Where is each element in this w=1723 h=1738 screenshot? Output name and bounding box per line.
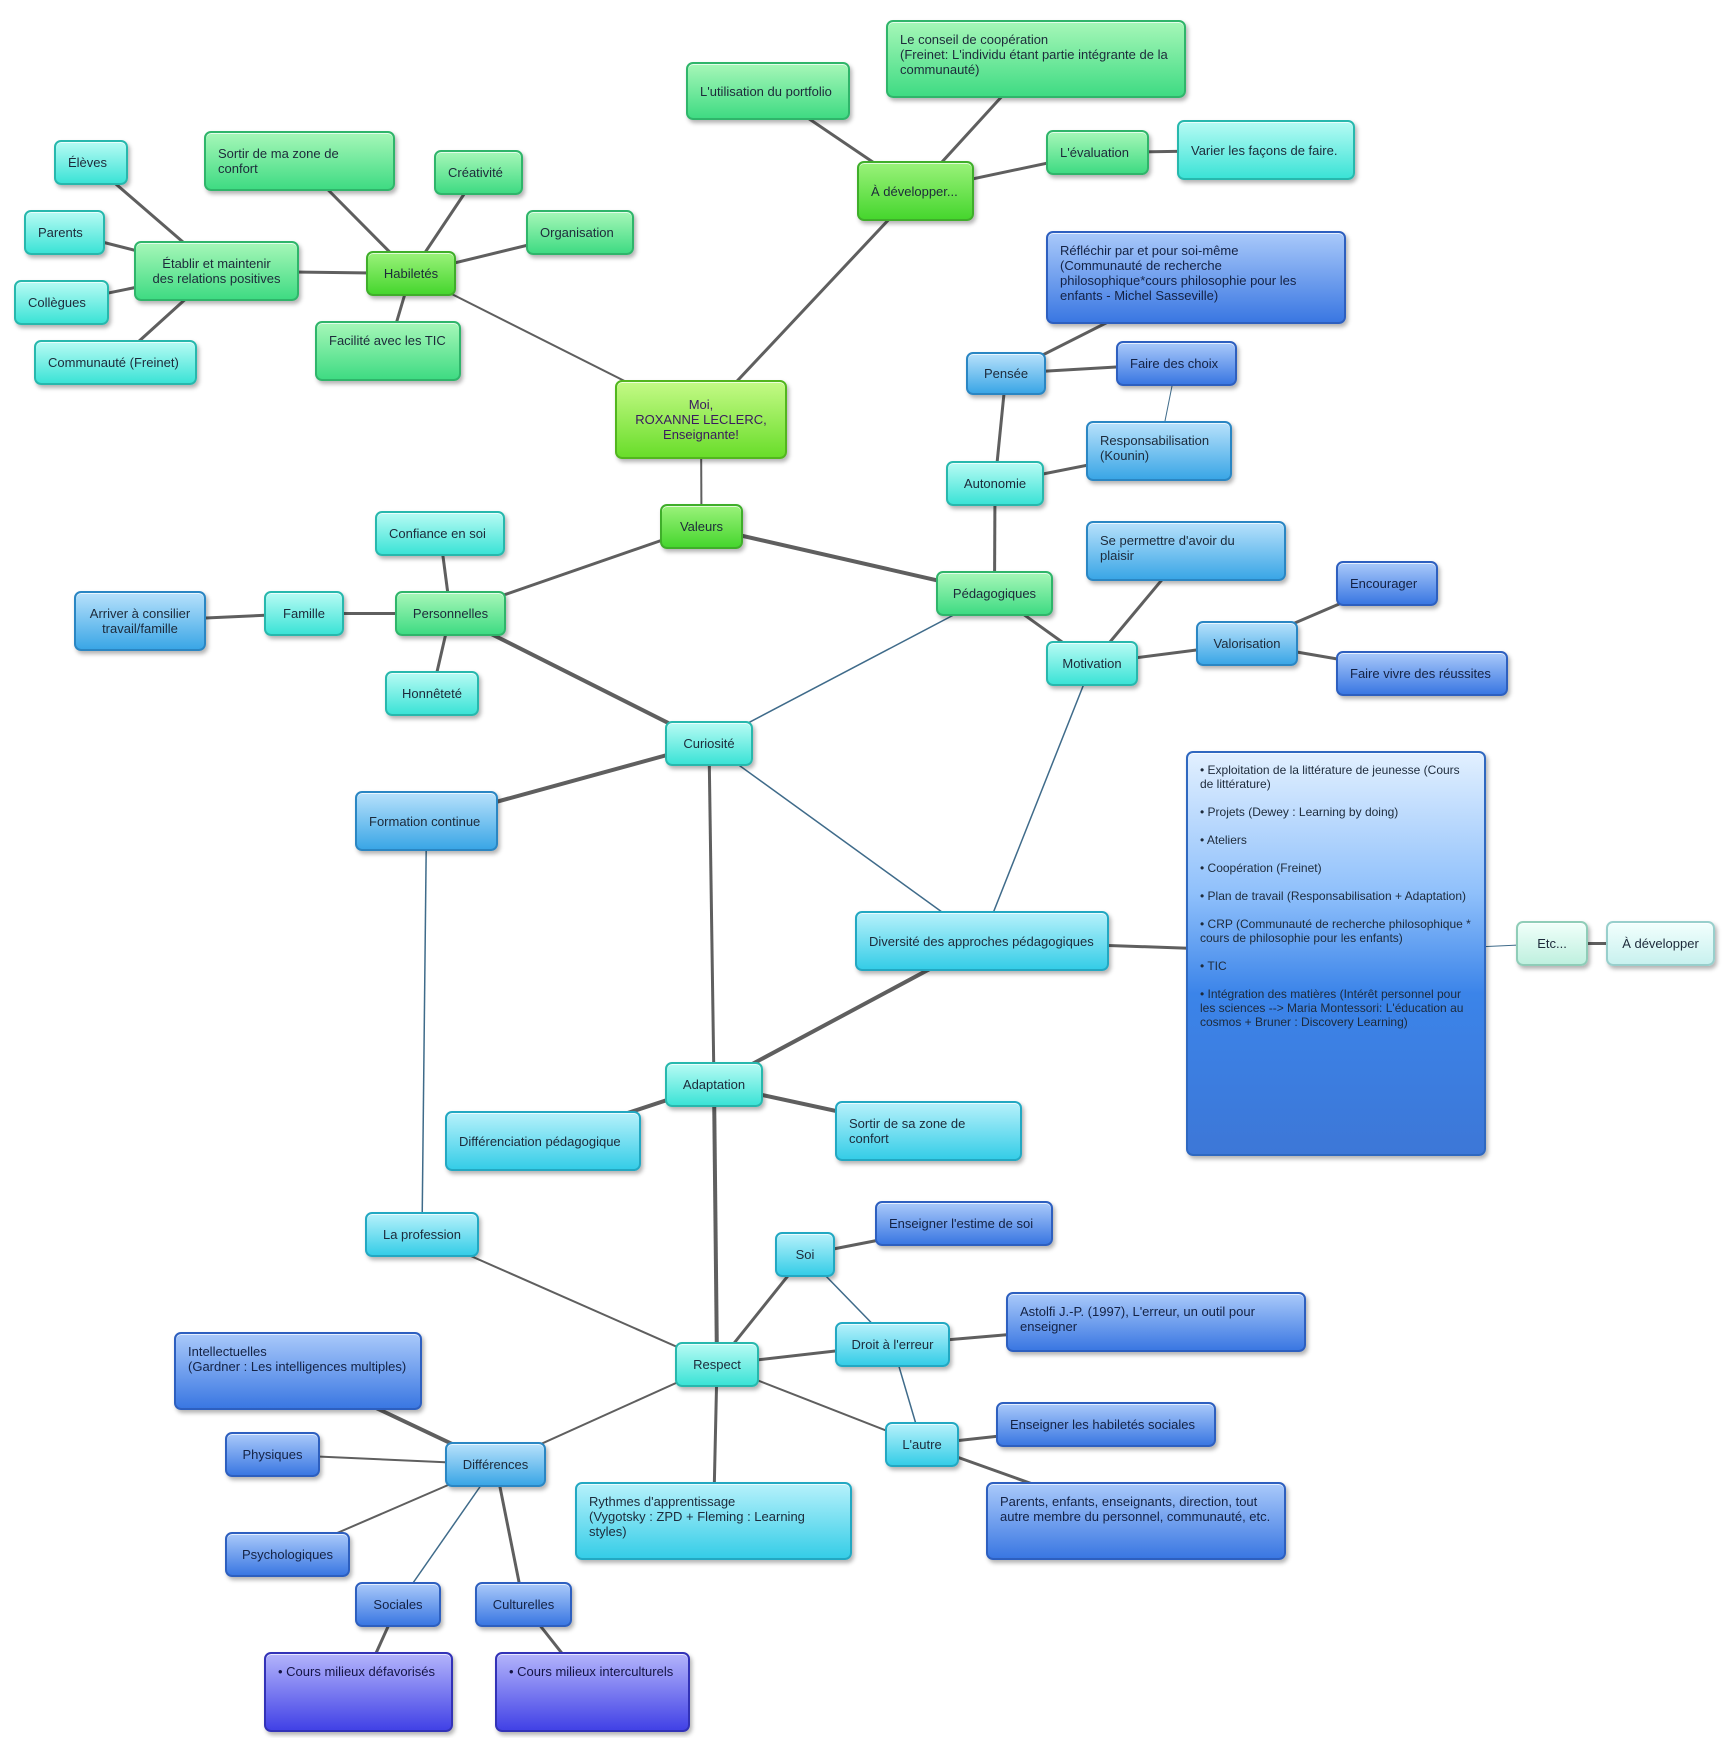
connector-formation-continue-to-profession xyxy=(421,820,428,1235)
node-differences[interactable]: Différences xyxy=(445,1442,546,1487)
node-estime[interactable]: Enseigner l'estime de soi xyxy=(875,1201,1053,1246)
node-personnelles[interactable]: Personnelles xyxy=(395,591,506,636)
connector-curiosite-to-diversite xyxy=(708,742,983,942)
node-habiletes-sociales[interactable]: Enseigner les habiletés sociales xyxy=(996,1402,1216,1447)
node-rythmes[interactable]: Rythmes d'apprentissage (Vygotsky : ZPD … xyxy=(575,1482,852,1560)
node-varier[interactable]: Varier les façons de faire. xyxy=(1177,120,1355,180)
node-respect[interactable]: Respect xyxy=(675,1342,759,1387)
node-reussites[interactable]: Faire vivre des réussites xyxy=(1336,651,1508,696)
central-node[interactable]: Moi, ROXANNE LECLERC, Enseignante! xyxy=(615,380,787,459)
node-parents-enfants[interactable]: Parents, enfants, enseignants, direction… xyxy=(986,1482,1286,1560)
node-evaluation[interactable]: L'évaluation xyxy=(1046,130,1149,175)
node-sortir-ma-zone[interactable]: Sortir de ma zone de confort xyxy=(204,131,395,191)
node-habiletes[interactable]: Habiletés xyxy=(366,251,456,296)
connector-differences-to-culturelles xyxy=(494,1464,525,1605)
node-diversite[interactable]: Diversité des approches pédagogiques xyxy=(855,911,1109,971)
node-culturelles[interactable]: Culturelles xyxy=(475,1582,572,1627)
node-sortir-sa-zone[interactable]: Sortir de sa zone de confort xyxy=(835,1101,1022,1161)
node-differenciation[interactable]: Différenciation pédagogique xyxy=(445,1111,641,1171)
node-profession[interactable]: La profession xyxy=(365,1212,479,1257)
node-approches-list[interactable]: • Exploitation de la littérature de jeun… xyxy=(1186,751,1486,1156)
connector-pedagogiques-to-curiosite xyxy=(708,592,995,745)
node-sociales[interactable]: Sociales xyxy=(355,1582,441,1627)
node-a-developper[interactable]: À développer xyxy=(1606,921,1715,966)
node-organisation[interactable]: Organisation xyxy=(526,210,634,255)
node-adaptation[interactable]: Adaptation xyxy=(665,1062,763,1107)
connector-curiosite-to-adaptation xyxy=(707,743,716,1085)
node-etc[interactable]: Etc... xyxy=(1516,921,1588,966)
node-autonomie[interactable]: Autonomie xyxy=(946,461,1044,506)
node-valeurs[interactable]: Valeurs xyxy=(660,504,743,549)
node-droit-erreur[interactable]: Droit à l'erreur xyxy=(835,1322,950,1367)
node-parents[interactable]: Parents xyxy=(24,210,105,255)
node-astolfi[interactable]: Astolfi J.-P. (1997), L'erreur, un outil… xyxy=(1006,1292,1306,1352)
node-concilier[interactable]: Arriver à consilier travail/famille xyxy=(74,591,206,651)
node-responsabilisation[interactable]: Responsabilisation (Kounin) xyxy=(1086,421,1232,481)
node-autre[interactable]: L'autre xyxy=(885,1422,959,1467)
node-defavorises[interactable]: • Cours milieux défavorisés xyxy=(264,1652,453,1732)
node-pensee[interactable]: Pensée xyxy=(966,352,1046,395)
node-collegues[interactable]: Collègues xyxy=(14,280,109,325)
connector-differences-to-sociales xyxy=(397,1464,497,1605)
node-motivation[interactable]: Motivation xyxy=(1046,641,1138,686)
node-communaute-freinet[interactable]: Communauté (Freinet) xyxy=(34,340,197,385)
node-reflechir[interactable]: Réfléchir par et pour soi-même (Communau… xyxy=(1046,231,1346,324)
node-a-developper-top[interactable]: À développer... xyxy=(857,161,974,221)
node-honnetete[interactable]: Honnêteté xyxy=(385,671,479,716)
connector-adaptation-to-respect xyxy=(712,1084,719,1365)
node-plaisir[interactable]: Se permettre d'avoir du plaisir xyxy=(1086,521,1286,581)
node-confiance[interactable]: Confiance en soi xyxy=(375,511,505,556)
node-valorisation[interactable]: Valorisation xyxy=(1196,621,1298,666)
connector-motivation-to-diversite xyxy=(981,663,1093,942)
node-famille[interactable]: Famille xyxy=(264,591,344,636)
node-creativite[interactable]: Créativité xyxy=(434,150,523,195)
node-soi[interactable]: Soi xyxy=(775,1232,835,1277)
node-conseil-cooperation[interactable]: Le conseil de coopération (Freinet: L'in… xyxy=(886,20,1186,98)
node-tic[interactable]: Facilité avec les TIC xyxy=(315,321,461,381)
node-pedagogiques[interactable]: Pédagogiques xyxy=(936,571,1053,616)
node-portfolio[interactable]: L'utilisation du portfolio xyxy=(686,62,850,120)
node-physiques[interactable]: Physiques xyxy=(225,1432,320,1477)
node-faire-choix[interactable]: Faire des choix xyxy=(1116,341,1237,386)
node-interculturels[interactable]: • Cours milieux interculturels xyxy=(495,1652,690,1732)
node-intellectuelles[interactable]: Intellectuelles (Gardner : Les intellige… xyxy=(174,1332,422,1410)
node-psychologiques[interactable]: Psychologiques xyxy=(225,1532,350,1577)
node-relations-positives[interactable]: Établir et maintenir des relations posit… xyxy=(134,241,299,301)
node-eleves[interactable]: Élèves xyxy=(54,140,128,185)
node-formation-continue[interactable]: Formation continue xyxy=(355,791,498,851)
node-curiosite[interactable]: Curiosité xyxy=(665,721,753,766)
node-encourager[interactable]: Encourager xyxy=(1336,561,1438,606)
